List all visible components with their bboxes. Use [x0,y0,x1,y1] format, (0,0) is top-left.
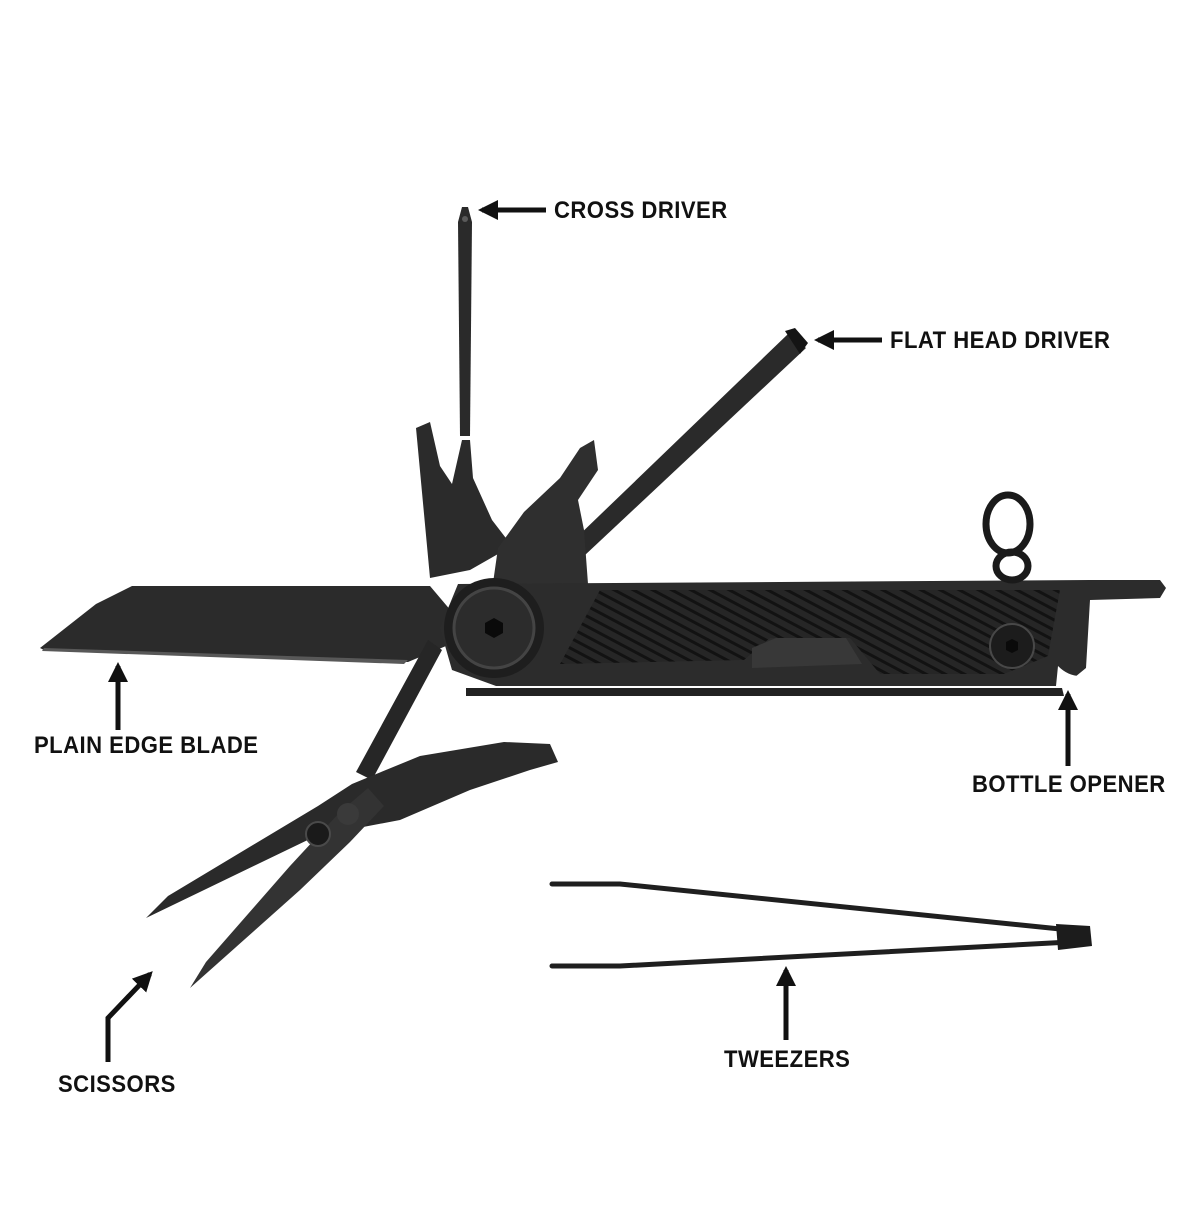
tool-handle [440,580,1166,696]
key-ring [982,491,1034,584]
plain-edge-blade [40,586,452,664]
tweezers-tool [549,881,1092,969]
flat-head-driver-tool [492,328,808,590]
scissors-label: SCISSORS [58,1071,176,1098]
plain-edge-blade-label: PLAIN EDGE BLADE [34,732,259,759]
rear-screw [989,623,1035,669]
tweezers-label: TWEEZERS [724,1046,851,1073]
cross-driver-label: CROSS DRIVER [554,197,728,224]
bottle-opener-label: BOTTLE OPENER [972,771,1166,798]
pivot-screw [444,578,544,678]
scissors-tool [146,640,558,988]
cross-driver-tool [416,207,512,578]
flat-head-driver-label: FLAT HEAD DRIVER [890,327,1111,354]
scissors-arrow [105,971,153,1062]
